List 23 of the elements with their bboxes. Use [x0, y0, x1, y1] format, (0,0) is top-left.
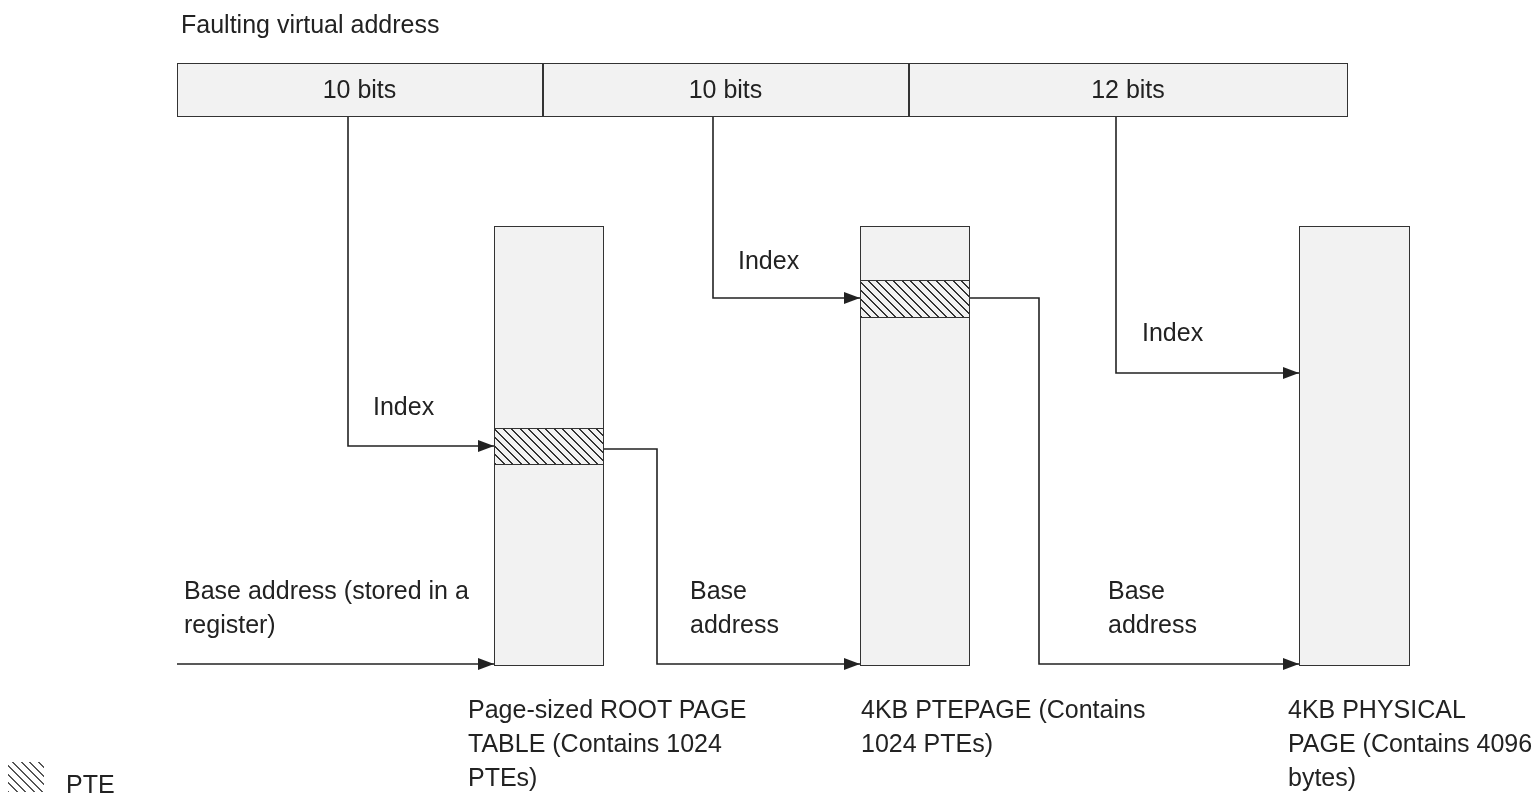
- edge-label: Base address: [1108, 575, 1198, 640]
- pte-entry: [493, 427, 604, 465]
- edge-label: Index: [738, 245, 801, 276]
- arrow: [347, 116, 495, 452]
- arrow: [603, 448, 861, 670]
- field-label: 10 bits: [687, 73, 764, 105]
- edge-label: Base address: [690, 575, 780, 640]
- field-label: 10 bits: [321, 73, 398, 105]
- node-label: Page-sized ROOT PAGE TABLE (Contains 1024 PTEs): [468, 694, 748, 793]
- node-label: 4KB PTEPAGE (Contains 1024 PTEs): [861, 694, 1147, 759]
- legend-label: PTE: [66, 769, 115, 800]
- node-label: Faulting virtual address: [181, 9, 441, 40]
- arrow: [712, 116, 861, 304]
- edge-label: Base address (stored in a register): [184, 575, 470, 640]
- field-label: 12 bits: [1090, 73, 1166, 105]
- bit-field: [542, 62, 909, 117]
- arrow: [1115, 116, 1300, 379]
- arrow: [176, 658, 495, 670]
- edge-label: Index: [1142, 317, 1205, 348]
- node-label: 4KB PHYSICAL PAGE (Contains 4096 bytes): [1288, 694, 1533, 793]
- arrow: [969, 297, 1300, 670]
- pte-entry: [859, 279, 970, 318]
- edge-label: Index: [373, 391, 436, 422]
